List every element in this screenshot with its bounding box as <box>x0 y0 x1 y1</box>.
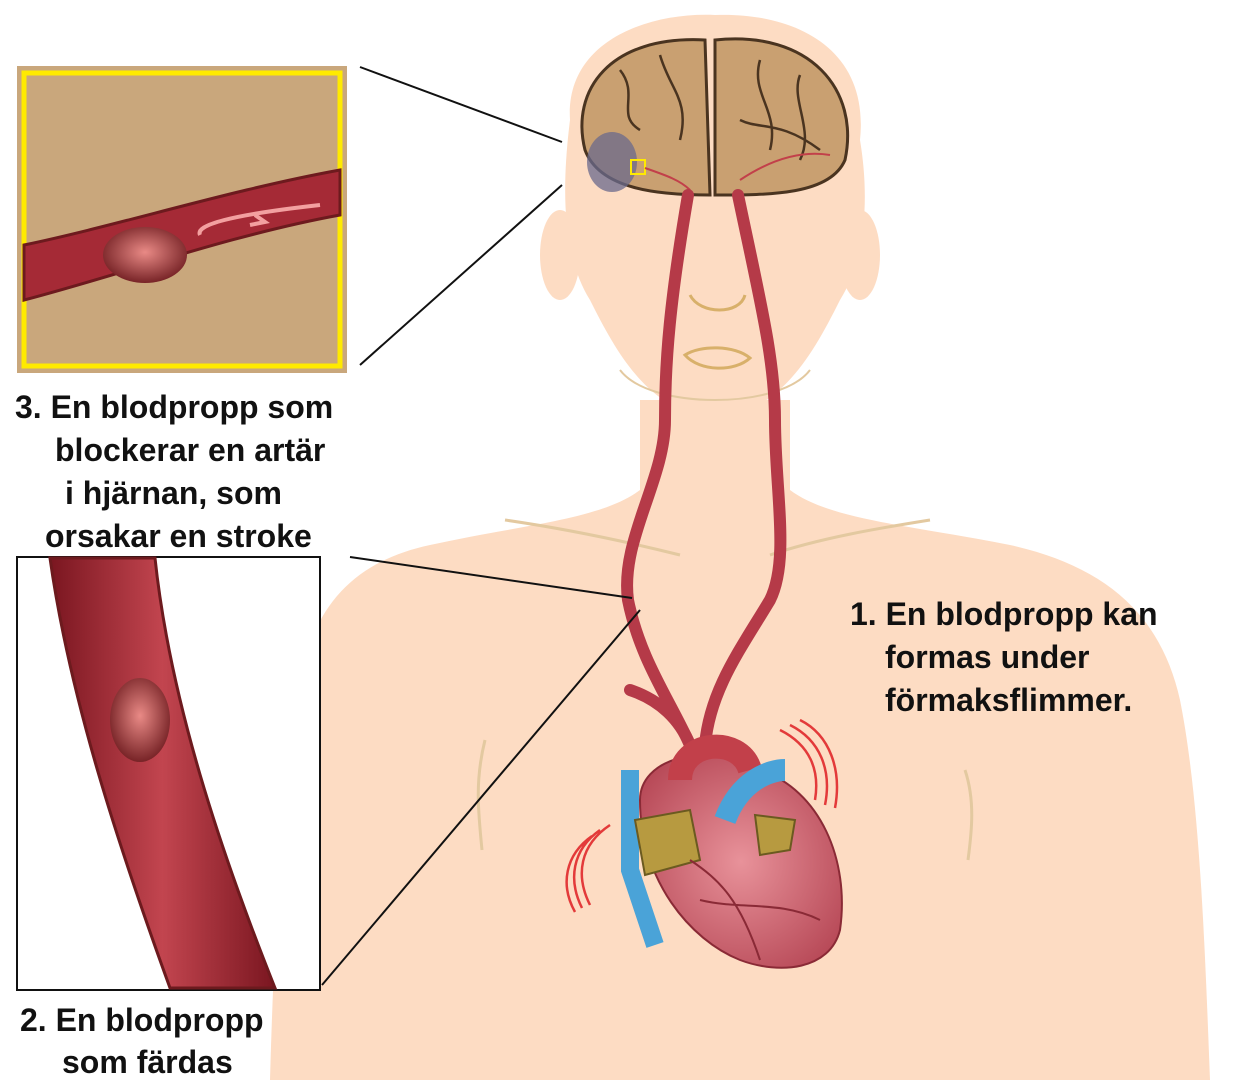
carotid-arteries <box>621 189 787 751</box>
callout-lines <box>321 66 641 986</box>
svg-text:i hjärnan, som: i hjärnan, som <box>65 475 282 511</box>
fibrillation-waves-icon <box>565 718 839 913</box>
clot-location-marker <box>630 159 646 175</box>
flow-arrow-icon <box>197 203 321 236</box>
svg-text:1. En blodpropp kan: 1. En blodpropp kan <box>850 596 1158 632</box>
svg-text:3. En blodpropp som: 3. En blodpropp som <box>15 389 333 425</box>
label-step3: 3. En blodpropp som blockerar en artär i… <box>15 389 333 554</box>
label-step1: 1. En blodpropp kan formas under förmaks… <box>850 596 1158 718</box>
stroke-area <box>587 132 637 192</box>
svg-text:orsakar en stroke: orsakar en stroke <box>45 518 312 554</box>
heart <box>565 718 843 969</box>
inset-brain-artery <box>17 66 347 373</box>
label-step2: 2. En blodpropp som färdas <box>20 1002 264 1080</box>
svg-text:blockerar en artär: blockerar en artär <box>55 432 325 468</box>
svg-text:formas under: formas under <box>885 639 1089 675</box>
inset-traveling-clot <box>16 556 321 991</box>
brain <box>580 37 850 197</box>
blood-clot <box>103 227 187 283</box>
blood-clot <box>110 678 170 762</box>
svg-text:2. En blodpropp: 2. En blodpropp <box>20 1002 264 1038</box>
svg-text:som färdas: som färdas <box>62 1044 233 1080</box>
svg-text:förmaksflimmer.: förmaksflimmer. <box>885 682 1132 718</box>
